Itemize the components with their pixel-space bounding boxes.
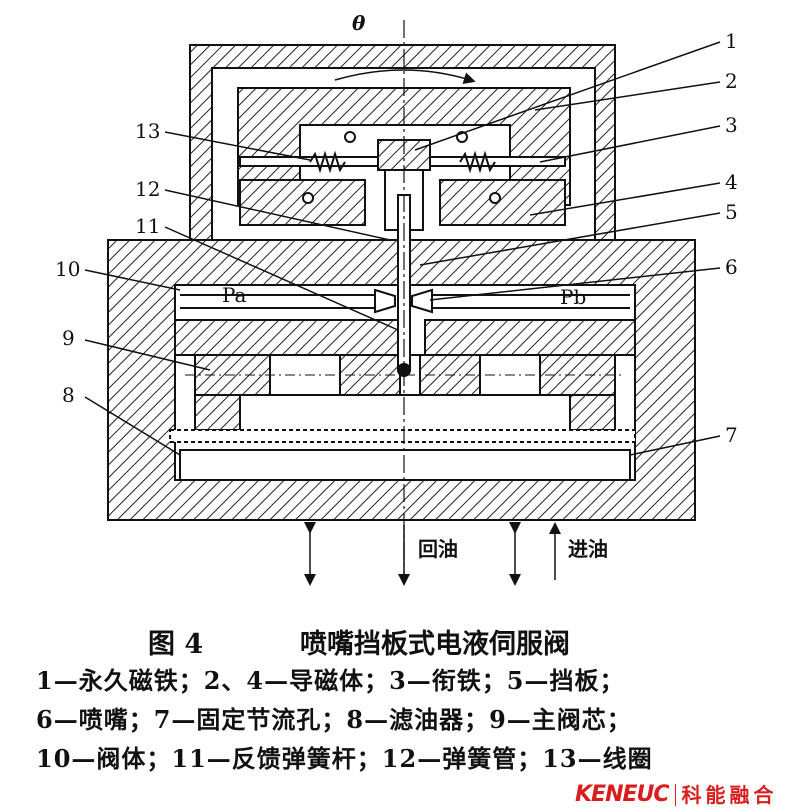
return-oil-label: 回油 bbox=[418, 537, 458, 561]
label-11: 11 bbox=[135, 214, 160, 238]
servo-valve-diagram: θ 1 2 3 4 5 6 7 8 9 10 11 12 13 Pa Pb 回油… bbox=[55, 11, 738, 586]
pb-label: Pb bbox=[560, 285, 586, 309]
supply-oil-label: 进油 bbox=[568, 537, 608, 561]
label-6: 6 bbox=[725, 255, 738, 279]
coil-spring-left bbox=[309, 150, 346, 174]
nozzle-block-right bbox=[424, 319, 636, 356]
figure-caption: 图 4 喷嘴挡板式电液伺服阀 bbox=[0, 628, 800, 662]
label-3: 3 bbox=[725, 113, 738, 137]
watermark-chinese: 科能融合 bbox=[681, 783, 778, 807]
label-10: 10 bbox=[55, 257, 80, 281]
label-2: 2 bbox=[725, 69, 738, 93]
label-9: 9 bbox=[62, 326, 75, 350]
figure-number: 图 4 bbox=[148, 629, 204, 660]
nozzle-block-left bbox=[174, 319, 401, 356]
lower-pole-left bbox=[239, 179, 366, 226]
figure-title: 喷嘴挡板式电液伺服阀 bbox=[300, 629, 570, 660]
lower-pole-right bbox=[439, 179, 566, 226]
legend-line: 1—永久磁铁；2、4—导磁体；3—衔铁；5—挡板； bbox=[36, 666, 625, 695]
label-4: 4 bbox=[725, 170, 738, 194]
theta-label: θ bbox=[352, 11, 366, 35]
filter bbox=[169, 429, 636, 443]
watermark-divider bbox=[674, 784, 676, 806]
label-13: 13 bbox=[135, 119, 160, 143]
coil-spring-right bbox=[459, 150, 496, 174]
label-1: 1 bbox=[725, 29, 738, 53]
legend-line: 6—喷嘴；7—固定节流孔；8—滤油器；9—主阀芯； bbox=[36, 705, 632, 734]
label-5: 5 bbox=[725, 200, 738, 224]
legend-line: 10—阀体；11—反馈弹簧杆；12—弹簧管；13—线圈 bbox=[36, 744, 653, 773]
label-12: 12 bbox=[135, 177, 160, 201]
nozzle-right bbox=[411, 288, 433, 314]
nozzle-left bbox=[374, 288, 396, 314]
watermark-latin: KENEUC bbox=[575, 782, 670, 807]
pa-label: Pa bbox=[222, 283, 247, 307]
label-8: 8 bbox=[62, 383, 75, 407]
label-7: 7 bbox=[725, 423, 738, 447]
watermark-logo: KENEUC 科能融合 bbox=[575, 781, 778, 809]
